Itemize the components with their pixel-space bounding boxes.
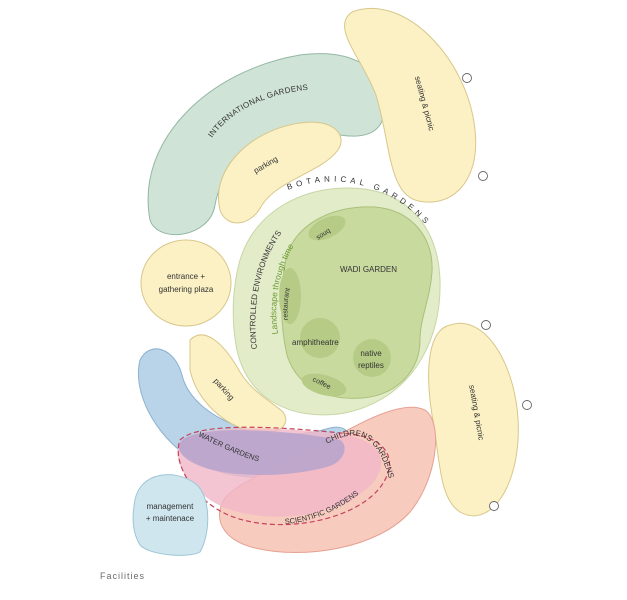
wadi-garden-zone: [281, 206, 433, 399]
management-zone: [132, 474, 209, 556]
native-reptiles-line2: reptiles: [358, 361, 384, 370]
seating-top-zone: [344, 7, 477, 203]
souq-zone: [308, 215, 346, 241]
restaurant-zone: [279, 268, 301, 324]
management-label-line2: + maintenace: [146, 514, 195, 523]
native-reptiles-line1: native: [360, 349, 382, 358]
coffee-zone: [301, 373, 347, 397]
figure-caption: Facilities: [100, 571, 146, 581]
marker-circle: [489, 501, 499, 511]
restaurant-label: restaurant: [282, 287, 291, 320]
amphitheatre-zone: [300, 318, 340, 358]
svg-text:restaurant: restaurant: [282, 287, 291, 320]
entrance-label-line1: entrance +: [167, 272, 205, 281]
water-gardens-overlap: [179, 430, 345, 475]
marker-circle: [522, 400, 532, 410]
native-reptiles-zone: [353, 339, 391, 377]
amphitheatre-label: amphitheatre: [292, 338, 339, 347]
marker-circle: [462, 73, 472, 83]
entrance-label-line2: gathering plaza: [159, 285, 214, 294]
entrance-plaza-zone: [140, 239, 232, 327]
international-gardens-zone: [147, 53, 386, 235]
parking-top-zone: [218, 121, 342, 224]
marker-circle: [478, 171, 488, 181]
scientific-gardens-boundary: [177, 426, 391, 526]
wadi-garden-label: WADI GARDEN: [340, 265, 397, 274]
parking-left-zone: [189, 334, 287, 434]
management-label-line1: management: [147, 502, 194, 511]
marker-circle: [481, 320, 491, 330]
seating-right-zone: [428, 322, 519, 517]
